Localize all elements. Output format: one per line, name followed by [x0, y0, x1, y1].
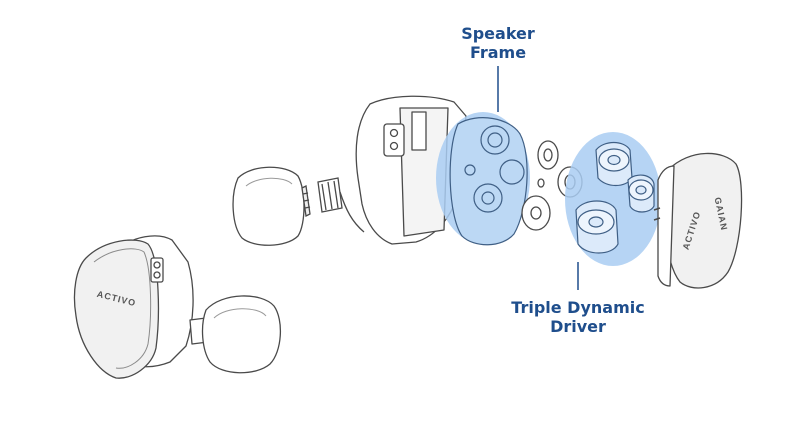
triple-driver-label-line1: Triple Dynamic — [511, 298, 645, 317]
assembled-earphone: ACTIVO — [73, 235, 282, 379]
triple-driver — [575, 141, 655, 254]
speaker-frame-label-line1: Speaker — [461, 24, 535, 43]
driver-1 — [595, 141, 633, 187]
driver-2 — [627, 174, 655, 213]
exploded-nozzle — [317, 177, 343, 213]
driver-3 — [575, 200, 619, 254]
exploded-shell — [339, 95, 467, 245]
assembled-faceplate — [73, 239, 160, 379]
exploded-faceplate: ACTIVO GAIAN — [653, 152, 743, 289]
speaker-frame — [449, 117, 528, 246]
assembled-eartip — [201, 295, 282, 374]
exploded-eartip — [232, 166, 311, 246]
speaker-frame-label: Speaker Frame — [448, 24, 548, 62]
triple-driver-label: Triple Dynamic Driver — [500, 298, 656, 336]
triple-driver-label-line2: Driver — [550, 317, 606, 336]
speaker-frame-label-line2: Frame — [469, 43, 527, 62]
shell-connector — [383, 123, 405, 157]
washer-tiny — [537, 178, 545, 188]
